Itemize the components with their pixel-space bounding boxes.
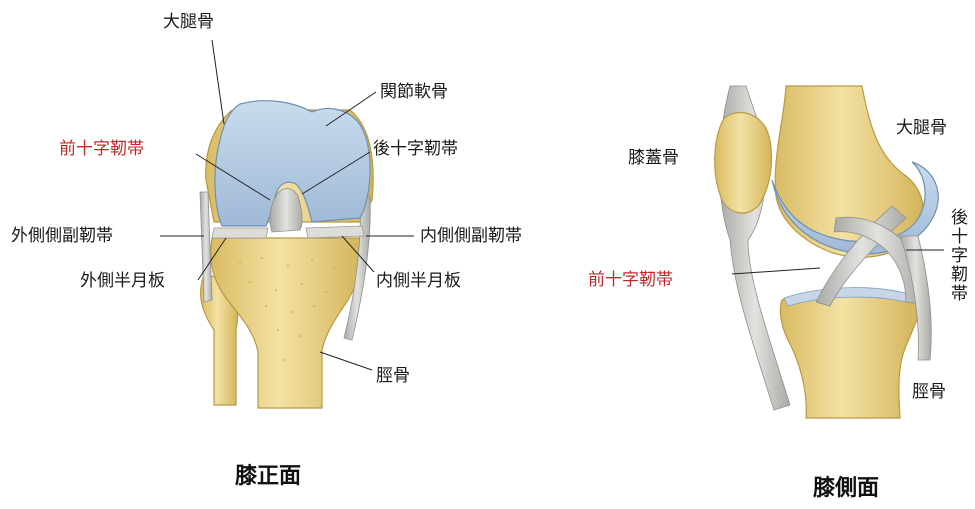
- side-tibia: [780, 288, 918, 418]
- label-front-lateral-meniscus: 外側半月板: [80, 273, 165, 290]
- label-side-patella: 膝蓋骨: [628, 150, 679, 167]
- front-medial-meniscus: [306, 226, 364, 238]
- label-side-pcl: 後十字靭帯: [948, 208, 965, 303]
- label-front-articular-cartilage: 関節軟骨: [380, 84, 448, 101]
- front-lateral-meniscus: [212, 228, 268, 238]
- label-front-medial-meniscus: 内側半月板: [376, 273, 461, 290]
- label-front-femur: 大腿骨: [163, 14, 214, 31]
- side-patella: [715, 113, 772, 214]
- caption-front: 膝正面: [235, 466, 301, 488]
- label-front-mcl: 内側側副靭帯: [420, 228, 522, 245]
- label-front-acl: 前十字靭帯: [59, 141, 144, 158]
- label-side-tibia: 脛骨: [912, 384, 946, 401]
- label-front-tibia: 脛骨: [376, 368, 410, 385]
- label-front-lcl: 外側側副靭帯: [11, 228, 113, 245]
- label-front-pcl: 後十字靭帯: [373, 141, 458, 158]
- caption-side: 膝側面: [813, 478, 879, 500]
- label-side-acl: 前十字靭帯: [588, 272, 673, 289]
- front-view: [160, 40, 414, 408]
- label-side-femur: 大腿骨: [896, 120, 947, 137]
